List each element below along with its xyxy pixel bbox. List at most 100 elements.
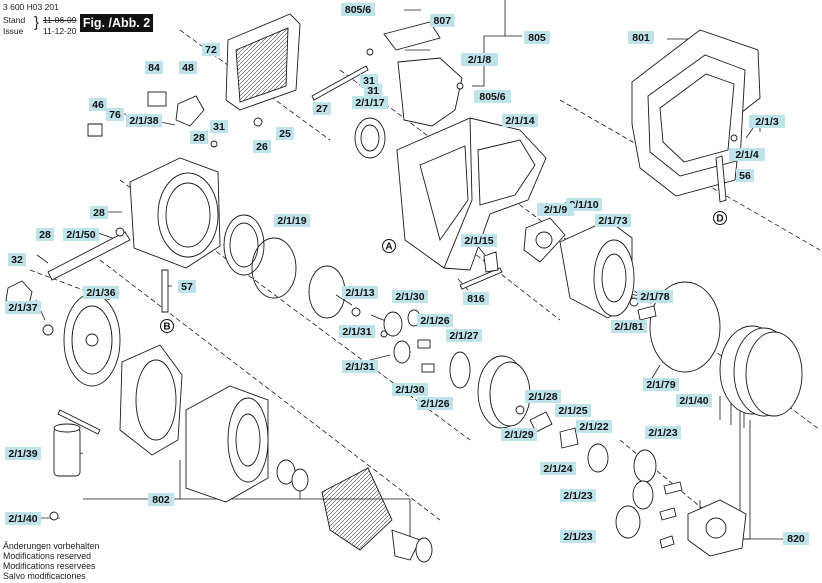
callout-box: [645, 426, 681, 439]
marker-text: A: [385, 242, 392, 253]
callout-text: 816: [467, 293, 485, 305]
callout-text: 2/1/31: [345, 361, 374, 373]
callout-box: [274, 214, 310, 227]
callout-2-1-50: 2/1/50: [63, 228, 99, 241]
callout-text: 2/1/30: [395, 291, 424, 303]
callout-box: [126, 114, 162, 127]
callout-box: [352, 96, 388, 109]
callout-box: [90, 206, 108, 219]
footer-line-en: Modifications reserved: [3, 551, 92, 561]
callout-box: [36, 228, 54, 241]
callout-text: 2/1/17: [355, 97, 384, 109]
callout-text: 31: [213, 121, 225, 133]
callout-box: [8, 253, 26, 266]
callout-box: [560, 530, 596, 543]
reference-markers: A B D: [160, 211, 727, 333]
callout-text: 2/1/23: [563, 531, 592, 543]
callout-57: 57: [178, 280, 196, 293]
callout-box: [461, 234, 497, 247]
label-text: 807: [434, 15, 452, 27]
callout-box: [729, 148, 765, 161]
callout-text: 31: [363, 75, 375, 87]
callout-text: 2/1/24: [543, 463, 572, 475]
callout-text: 805: [528, 32, 546, 44]
label-box: [474, 90, 511, 103]
callout-text: 72: [205, 44, 217, 56]
stand-date: 11-06-09: [43, 15, 77, 25]
callout-text: 48: [182, 62, 194, 74]
callout-2-1-23c: 2/1/23: [560, 530, 596, 543]
callout-28b: 28: [90, 206, 108, 219]
callout-text: 2/1/14: [505, 115, 534, 127]
callout-box: [749, 115, 785, 128]
label-31: 31: [364, 84, 383, 97]
callout-text: 2/1/36: [86, 287, 115, 299]
callout-2-1-15: 2/1/15: [461, 234, 497, 247]
callout-2-1-36: 2/1/36: [83, 286, 119, 299]
callout-text: 28: [93, 207, 105, 219]
callout-box: [63, 228, 99, 241]
callout-box: [202, 43, 220, 56]
callout-box: [341, 3, 375, 16]
callout-box: [463, 292, 489, 305]
callout-2-1-10: 2/1/10: [566, 198, 602, 211]
callout-box: [313, 102, 331, 115]
callout-2-1-23a: 2/1/23: [645, 426, 681, 439]
callout-box: [5, 512, 41, 525]
footer-line-de: Änderungen vorbehalten: [3, 541, 100, 551]
callout-box: [540, 462, 576, 475]
callout-31a: 31: [360, 74, 378, 87]
callout-text: 2/1/30: [395, 384, 424, 396]
callout-31b: 31: [210, 120, 228, 133]
callout-text: 28: [193, 132, 205, 144]
callout-2-1-19: 2/1/19: [274, 214, 310, 227]
callout-2-1-38: 2/1/38: [126, 114, 162, 127]
callout-76: 76: [106, 108, 124, 121]
document-number: 3 600 H03 201: [3, 2, 59, 12]
callout-text: 25: [279, 128, 291, 140]
callout-text: 805/6: [345, 4, 371, 16]
marker-text: D: [716, 214, 723, 225]
callout-box: [342, 286, 378, 299]
callout-text: 2/1/40: [8, 513, 37, 525]
marker-b: B: [160, 319, 174, 333]
callout-box: [611, 320, 647, 333]
callout-box: [253, 140, 271, 153]
label-807: 807: [430, 14, 455, 27]
callout-820: 820: [783, 532, 809, 545]
callout-2-1-26b: 2/1/26: [417, 397, 453, 410]
callout-2-1-3: 2/1/3: [749, 115, 785, 128]
callout-2-1-17: 2/1/17: [352, 96, 388, 109]
callout-box: [392, 383, 428, 396]
callout-text: 28: [39, 229, 51, 241]
callout-text: 76: [109, 109, 121, 121]
callout-box: [566, 198, 602, 211]
callout-text: 2/1/4: [735, 149, 759, 161]
callout-48: 48: [179, 61, 197, 74]
callout-box: [5, 301, 41, 314]
callout-text: 2/1/37: [8, 302, 37, 314]
callout-text: 802: [152, 494, 170, 506]
callout-box: [555, 404, 591, 417]
figure-title: Fig. /Abb. 2: [80, 14, 153, 32]
label-box: [537, 203, 574, 216]
callout-2-1-31a: 2/1/31: [339, 325, 375, 338]
callout-2-1-25: 2/1/25: [555, 404, 591, 417]
callout-box: [145, 61, 163, 74]
callout-box: [783, 532, 809, 545]
callout-text: 2/1/3: [755, 116, 779, 128]
marker-circle: [382, 239, 396, 253]
callout-text: 26: [256, 141, 268, 153]
callout-text: 2/1/26: [420, 315, 449, 327]
callout-2-1-27: 2/1/27: [446, 329, 482, 342]
callout-box: [524, 31, 550, 44]
callout-text: 2/1/73: [598, 215, 627, 227]
callout-box: [446, 329, 482, 342]
callout-2-1-14: 2/1/14: [502, 114, 538, 127]
label-805-6: 805/6: [474, 90, 511, 103]
callout-text: 56: [739, 170, 751, 182]
callout-2-1-40b: 2/1/40: [5, 512, 41, 525]
callout-2-1-78: 2/1/78: [637, 290, 673, 303]
callout-text: 801: [632, 32, 650, 44]
